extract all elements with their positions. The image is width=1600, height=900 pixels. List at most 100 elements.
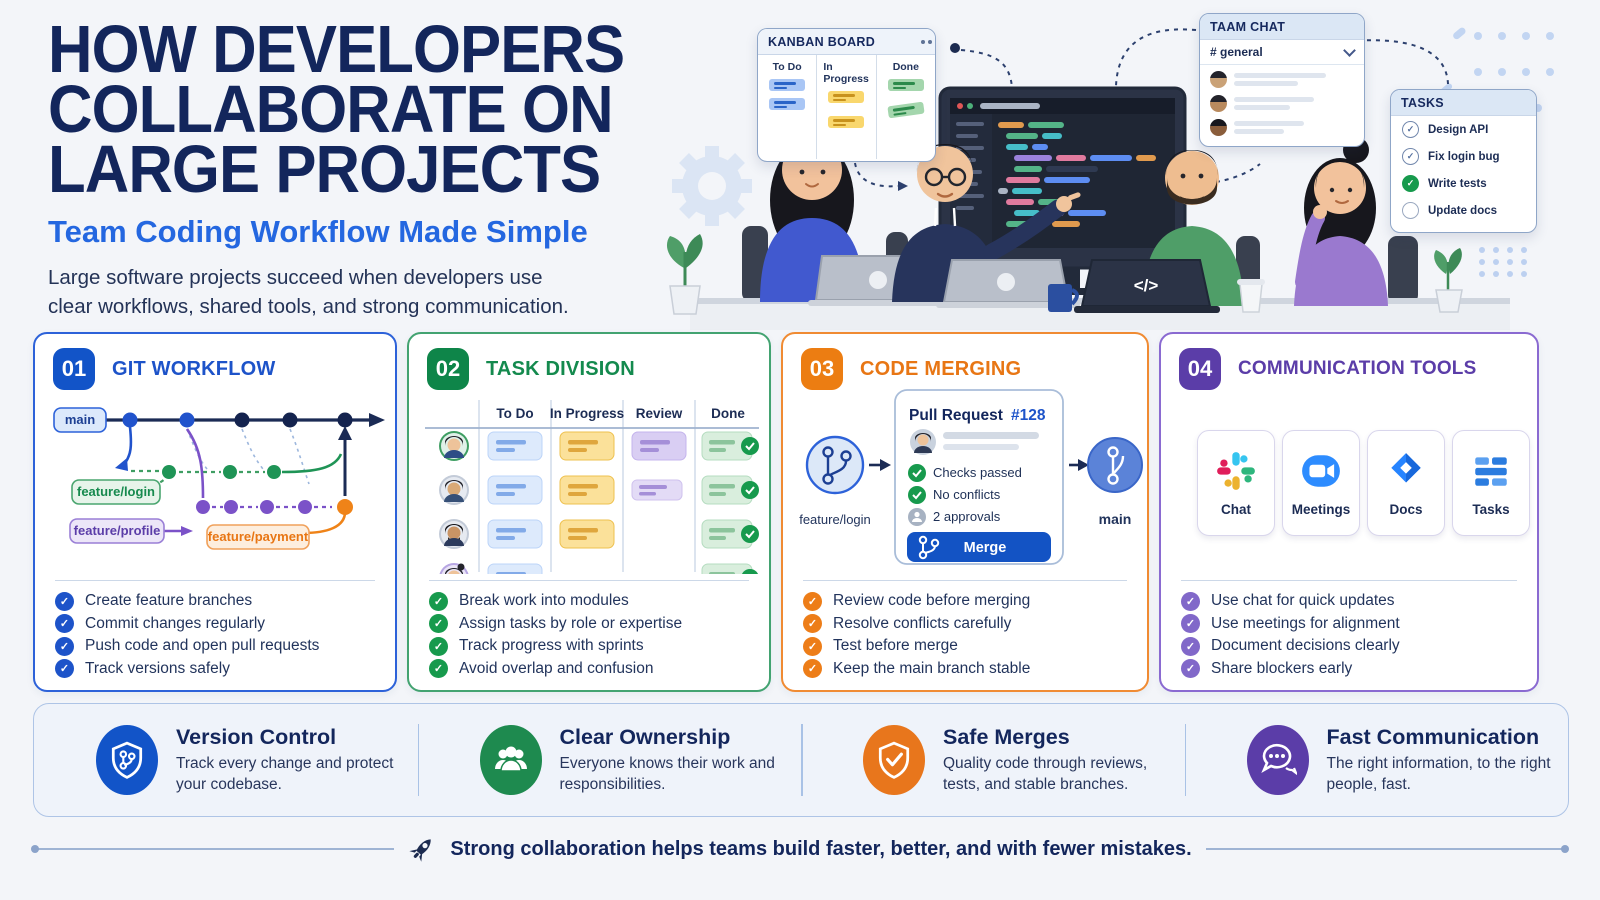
avatar: [1210, 95, 1227, 112]
tasks-title: TASKS: [1401, 95, 1444, 110]
source-branch-node: feature/login: [799, 435, 871, 527]
card-git-workflow: 01 GIT WORKFLOW: [33, 332, 397, 692]
footer: Strong collaboration helps teams build f…: [30, 835, 1570, 863]
team-illustration: </>: [666, 27, 1554, 330]
check-icon: [429, 591, 448, 611]
task-item[interactable]: Design API: [1391, 116, 1536, 143]
benefit-title: Clear Ownership: [559, 725, 731, 750]
benefit-description: Everyone knows their work and responsibi…: [559, 755, 775, 793]
avatar: [1210, 71, 1227, 88]
kanban-column-label: Done: [892, 61, 919, 73]
board-column-label: Review: [636, 406, 683, 421]
task-mini-cards: [487, 431, 759, 574]
page-description: Large software projects succeed when dev…: [48, 266, 569, 318]
card-checklist: Use chat for quick updates Use meetings …: [1181, 580, 1517, 680]
tool-tile-chat[interactable]: Chat: [1197, 430, 1275, 536]
check-icon: [55, 659, 74, 679]
checklist-item: Document decisions clearly: [1181, 635, 1517, 658]
merge-button[interactable]: Merge: [907, 532, 1051, 562]
footer-divider-left: [30, 845, 395, 853]
checklist-item: Break work into modules: [429, 590, 749, 613]
checklist-label: Push code and open pull requests: [85, 637, 320, 655]
check-icon: [803, 636, 822, 656]
benefit-safe-merges: Safe Merges Quality code through reviews…: [801, 704, 1185, 816]
card-number-badge: 04: [1179, 348, 1221, 390]
chat-channel-selector[interactable]: # general: [1200, 40, 1364, 65]
title-line-2: COLLABORATE ON: [48, 72, 614, 147]
tool-tile-tasks[interactable]: Tasks: [1452, 430, 1530, 536]
chat-message: [1200, 113, 1364, 137]
empty-circle-icon: [1402, 202, 1419, 219]
card-number-badge: 03: [801, 348, 843, 390]
kanban-card[interactable]: [828, 91, 865, 103]
kanban-column-label: In Progress: [823, 61, 869, 85]
check-circle-icon: [1402, 148, 1419, 165]
kanban-card[interactable]: [887, 79, 924, 91]
checklist-item: Create feature branches: [55, 590, 375, 613]
benefit-title: Fast Communication: [1326, 725, 1540, 750]
checklist-label: Review code before merging: [833, 592, 1031, 610]
git-branch-diagram: main feature/login feature/profile featu…: [53, 407, 385, 550]
task-label: Write tests: [1428, 177, 1487, 190]
tool-label: Tasks: [1472, 501, 1510, 517]
checklist-label: Avoid overlap and confusion: [459, 659, 654, 677]
rocket-icon: [409, 839, 432, 862]
tool-label: Meetings: [1291, 501, 1351, 517]
tool-tile-docs[interactable]: Docs: [1367, 430, 1445, 536]
avatar: [910, 429, 936, 455]
kanban-menu-icon[interactable]: [921, 39, 925, 44]
tasks-icon: [1475, 456, 1507, 486]
checklist-item: Share blockers early: [1181, 658, 1517, 681]
tasks-panel: TASKS Design API Fix login bug Write tes…: [1390, 89, 1537, 233]
card-checklist: Review code before merging Resolve confl…: [803, 580, 1127, 680]
merge-flow-diagram: feature/login Pull Request #128 Checks p…: [799, 389, 1143, 565]
check-icon: [429, 614, 448, 634]
board-column-label: In Progress: [550, 406, 624, 421]
plant-left: [666, 234, 703, 315]
laptop-silver-2: [936, 259, 1080, 308]
checklist-item: Test before merge: [803, 635, 1127, 658]
title-line-3: LARGE PROJECTS: [48, 132, 601, 207]
card-title: TASK DIVISION: [486, 357, 635, 380]
checklist-label: Keep the main branch stable: [833, 659, 1031, 677]
source-branch-label: feature/login: [799, 512, 871, 527]
checklist-item: Avoid overlap and confusion: [429, 658, 749, 681]
checklist-label: Use meetings for alignment: [1211, 614, 1400, 632]
page-title: HOW DEVELOPERS COLLABORATE ON LARGE PROJ…: [48, 16, 625, 203]
card-communication-tools: 04 COMMUNICATION TOOLS Chat Meetings: [1159, 332, 1539, 692]
kanban-card[interactable]: [828, 116, 865, 128]
footer-message: Strong collaboration helps teams build f…: [450, 837, 1192, 860]
team-chat-panel: TAAM CHAT # general: [1199, 13, 1365, 147]
member-avatars: [439, 431, 469, 574]
checklist-label: Test before merge: [833, 637, 958, 655]
benefits-bar: Version Control Track every change and p…: [33, 703, 1569, 817]
task-item[interactable]: Fix login bug: [1391, 143, 1536, 170]
tool-label: Docs: [1389, 501, 1423, 517]
target-branch-node: main: [1087, 437, 1143, 527]
pull-request-id: #128: [1011, 407, 1046, 424]
shield-check-icon: [863, 725, 925, 795]
laptop-dark: </>: [1074, 259, 1220, 313]
task-label: Design API: [1428, 123, 1489, 136]
checklist-item: Track versions safely: [55, 658, 375, 681]
jira-icon: [1391, 452, 1421, 483]
task-item[interactable]: Update docs: [1391, 197, 1536, 224]
kanban-card[interactable]: [769, 79, 806, 91]
branch-label-login: feature/login: [77, 484, 155, 499]
tool-tile-meetings[interactable]: Meetings: [1282, 430, 1360, 536]
checklist-label: Track progress with sprints: [459, 637, 644, 655]
check-icon: [1181, 636, 1200, 656]
check-icon: [55, 614, 74, 634]
branch-label-main: main: [65, 412, 95, 427]
kanban-card[interactable]: [769, 98, 806, 110]
card-title: COMMUNICATION TOOLS: [1238, 358, 1477, 379]
kanban-card[interactable]: [887, 101, 925, 119]
benefit-title: Safe Merges: [943, 725, 1070, 750]
person-woman-purple: [1294, 137, 1388, 306]
task-item[interactable]: Write tests: [1391, 170, 1536, 197]
check-icon: [55, 591, 74, 611]
checklist-item: Commit changes regularly: [55, 613, 375, 636]
checklist-item: Use chat for quick updates: [1181, 590, 1517, 613]
chat-message: [1200, 65, 1364, 89]
